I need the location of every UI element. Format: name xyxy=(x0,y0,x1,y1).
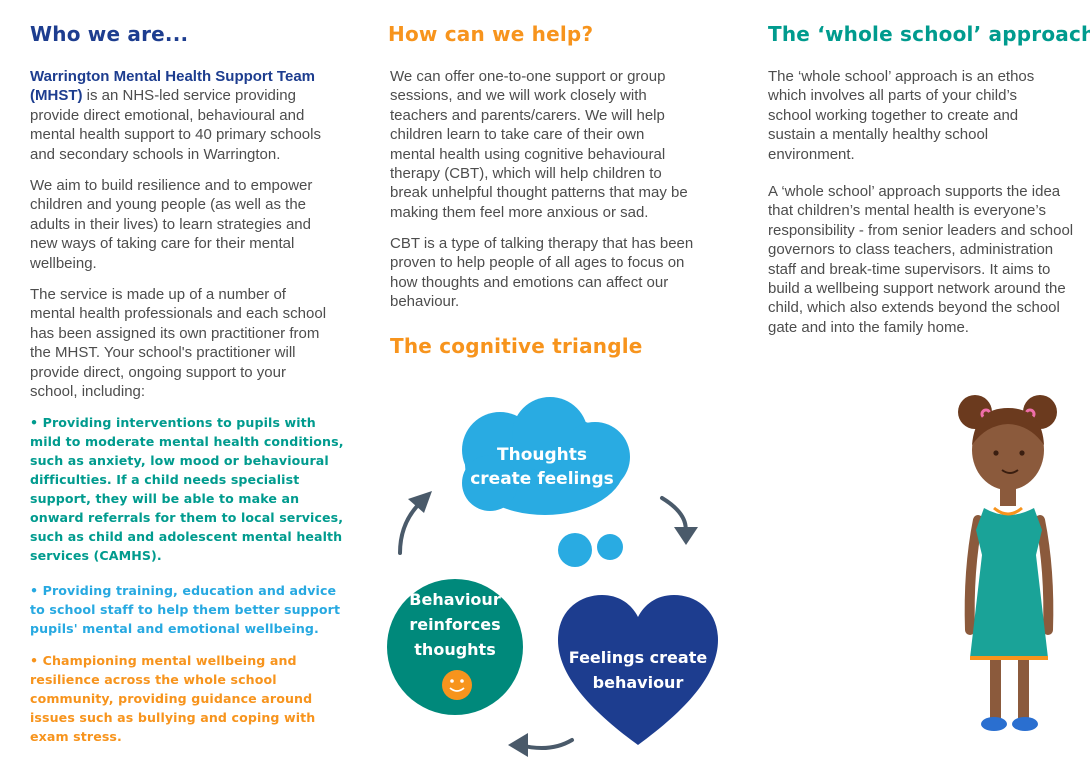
who-we-are-heading: Who we are... xyxy=(30,22,189,46)
feelings-heart xyxy=(558,595,718,745)
behaviour-label-line1: Behaviour xyxy=(409,590,501,609)
cbt-paragraph: CBT is a type of talking therapy that ha… xyxy=(390,235,694,311)
feelings-label-line1: Feelings create xyxy=(568,648,708,667)
intro-text: is an NHS-led service providing provide … xyxy=(30,87,321,163)
how-can-we-help-heading: How can we help? xyxy=(388,22,594,46)
behaviour-label-line3: thoughts xyxy=(414,640,496,659)
thoughts-label-line2: create feelings xyxy=(470,469,614,489)
behaviour-label: Behaviour reinforces thoughts xyxy=(395,587,515,662)
intro-paragraph: Warrington Mental Health Support Team (M… xyxy=(30,67,345,164)
thoughts-label-line1: Thoughts xyxy=(497,445,587,465)
arrow-feelings-to-behaviour-icon xyxy=(508,733,574,757)
cognitive-triangle-diagram xyxy=(387,397,718,757)
behaviour-circle xyxy=(387,579,523,715)
smiley-icon xyxy=(442,670,472,700)
arrow-behaviour-to-thoughts-icon xyxy=(398,491,432,555)
support-paragraph: We can offer one-to-one support or group… xyxy=(390,68,688,221)
whole-school-heading: The ‘whole school’ approach xyxy=(768,22,1090,46)
whole-school-ethos-paragraph: The ‘whole school’ approach is an ethos … xyxy=(768,68,1035,163)
bullet-championing: • Championing mental wellbeing and resil… xyxy=(30,653,316,744)
cognitive-triangle-heading: The cognitive triangle xyxy=(390,334,643,358)
thoughts-label: Thoughts create feelings xyxy=(467,443,617,491)
thought-cloud xyxy=(462,397,630,567)
feelings-label: Feelings create behaviour xyxy=(563,645,713,695)
service-paragraph: The service is made up of a number of me… xyxy=(30,286,327,401)
bullet-training: • Providing training, education and advi… xyxy=(30,583,341,636)
aim-paragraph: We aim to build resilience and to empowe… xyxy=(30,177,313,272)
arrow-thoughts-to-feelings-icon xyxy=(660,496,698,545)
behaviour-label-line2: reinforces xyxy=(409,615,501,634)
feelings-label-line2: behaviour xyxy=(592,673,684,692)
mhst-name: Warrington Mental Health Support Team (M… xyxy=(30,68,316,105)
girl-illustration xyxy=(958,395,1057,731)
bullet-interventions: • Providing interventions to pupils with… xyxy=(30,415,344,563)
whole-school-support-paragraph: A ‘whole school’ approach supports the i… xyxy=(768,183,1074,336)
